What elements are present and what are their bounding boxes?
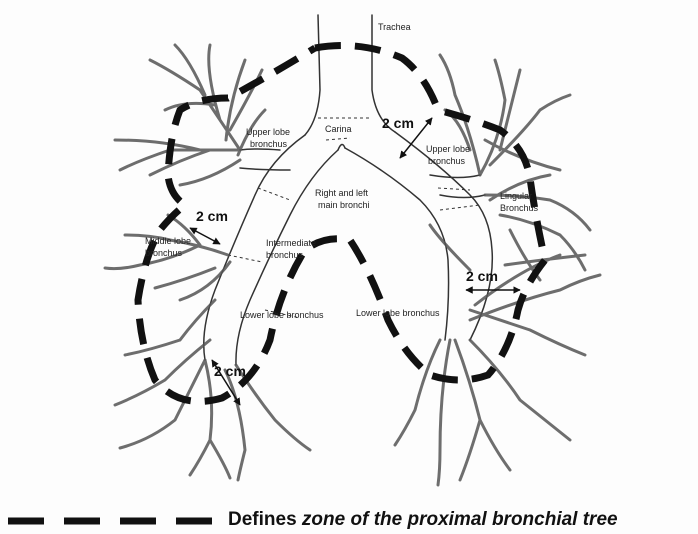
label-middle-lobe-1: Middle lobe (145, 236, 191, 246)
legend-prefix: Defines (228, 509, 302, 530)
measure-upper-left: 2 cm (382, 115, 414, 131)
label-trachea: Trachea (378, 22, 411, 32)
label-main-bronchi-2: main bronchi (318, 200, 370, 210)
anatomical-labels: Trachea Carina Upper lobe bronchus Upper… (145, 22, 539, 379)
label-intermediate-1: Intermediate (266, 238, 316, 248)
label-upper-lobe-right-1: Upper lobe (246, 127, 290, 137)
label-upper-lobe-left-2: bronchus (428, 156, 466, 166)
measure-lingular: 2 cm (466, 268, 498, 284)
label-intermediate-2: bronchus (266, 250, 304, 260)
legend-emphasis: zone of the proximal bronchial tree (302, 509, 618, 530)
label-main-bronchi-1: Right and left (315, 188, 369, 198)
legend-caption: Defines zone of the proximal bronchial t… (228, 509, 618, 531)
label-lower-lobe-left: Lower lobe bronchus (356, 308, 440, 318)
label-lower-lobe-right: Lower lobe bronchus (240, 310, 324, 320)
label-middle-lobe-2: bronchus (145, 248, 183, 258)
label-upper-lobe-left-1: Upper lobe (426, 144, 470, 154)
measure-middle-right: 2 cm (196, 208, 228, 224)
label-carina: Carina (325, 124, 352, 134)
label-lingular-2: Bronchus (500, 203, 539, 213)
label-lingular-1: Lingular (500, 191, 532, 201)
measure-lower-right: 2 cm (214, 363, 246, 379)
label-upper-lobe-right-2: bronchus (250, 139, 288, 149)
